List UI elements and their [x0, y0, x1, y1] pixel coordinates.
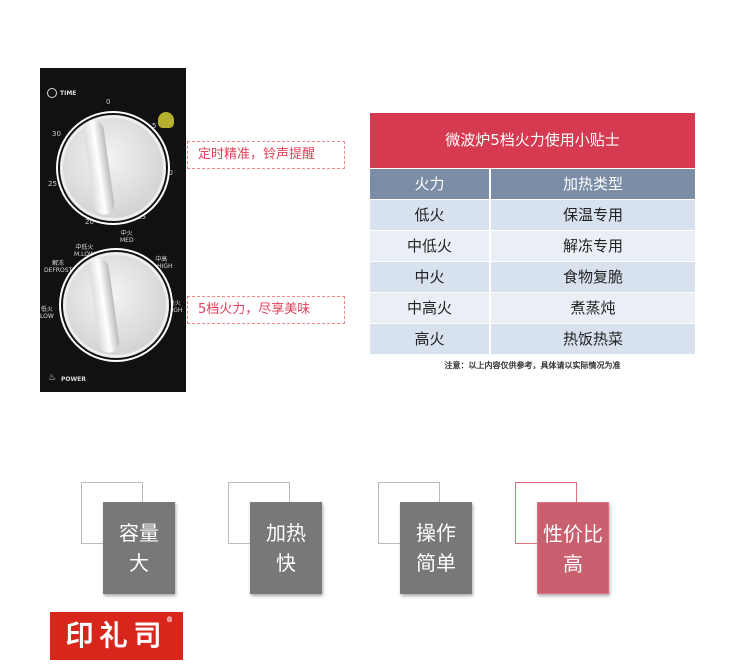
- table-row: 低火保温专用: [370, 200, 695, 230]
- timer-mark: 0: [106, 98, 111, 106]
- bell-icon: [158, 112, 174, 128]
- table-header: 火力加热类型: [370, 169, 695, 199]
- timer-callout: 定时精准，铃声提醒: [187, 141, 345, 169]
- power-label: POWER: [61, 376, 86, 383]
- feature-heating: 加热快: [250, 502, 322, 594]
- header-cell: 加热类型: [491, 169, 695, 199]
- time-label: TIME: [60, 90, 77, 97]
- table-row: 高火热饭热菜: [370, 324, 695, 354]
- timer-mark: 15: [137, 213, 146, 221]
- cell: 低火: [370, 200, 489, 230]
- clock-icon: [47, 88, 57, 98]
- timer-mark: 25: [48, 180, 57, 188]
- feature-value: 性价比高: [537, 502, 609, 594]
- cell: 保温专用: [491, 200, 695, 230]
- timer-mark: 5: [152, 122, 157, 130]
- header-cell: 火力: [370, 169, 489, 199]
- power-callout: 5档火力，尽享美味: [187, 296, 345, 324]
- cell: 中低火: [370, 231, 489, 261]
- cell: 高火: [370, 324, 489, 354]
- cell: 食物复脆: [491, 262, 695, 292]
- power-knob[interactable]: [63, 252, 169, 358]
- cell: 中高火: [370, 293, 489, 323]
- table-note: 注意：以上内容仅供参考，具体请以实际情况为准: [444, 361, 621, 370]
- timer-knob[interactable]: [60, 115, 166, 221]
- cell: 中火: [370, 262, 489, 292]
- cell: 煮蒸炖: [491, 293, 695, 323]
- feature-operation: 操作简单: [400, 502, 472, 594]
- steam-icon: ♨: [48, 373, 57, 383]
- cell: 热饭热菜: [491, 324, 695, 354]
- timer-mark: 30: [52, 130, 61, 138]
- table-row: 中高火煮蒸炖: [370, 293, 695, 323]
- timer-mark: 20: [85, 218, 94, 226]
- brand-logo: 印礼司®: [50, 612, 183, 660]
- table-row: 中火食物复脆: [370, 262, 695, 292]
- table-row: 中低火解冻专用: [370, 231, 695, 261]
- power-tips-table: 微波炉5档火力使用小贴士 火力加热类型 低火保温专用 中低火解冻专用 中火食物复…: [370, 113, 695, 371]
- timer-mark: 10: [164, 169, 173, 177]
- feature-capacity: 容量大: [103, 502, 175, 594]
- cell: 解冻专用: [491, 231, 695, 261]
- table-title: 微波炉5档火力使用小贴士: [370, 113, 695, 168]
